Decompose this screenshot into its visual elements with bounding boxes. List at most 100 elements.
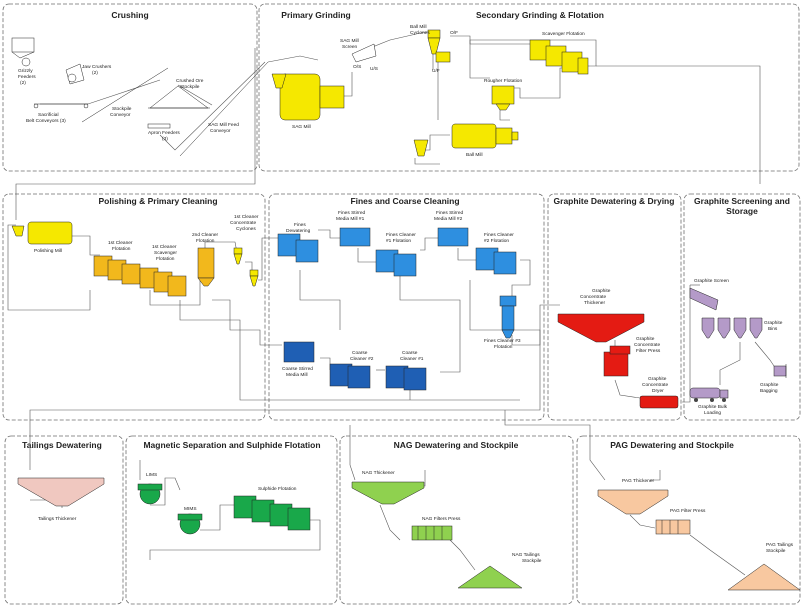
c2-column — [197, 247, 215, 279]
label-nag-thick: NAG Thickener — [362, 470, 395, 476]
graphite-bins — [701, 317, 763, 339]
fd-cell-2 — [295, 239, 319, 263]
section-magnetic: Magnetic Separation and Sulphide Flotati… — [125, 435, 338, 605]
label-grizzly-3: (2) — [20, 80, 26, 86]
tailings-thickener — [17, 477, 105, 507]
label-scavenger: Scavenger Flotation — [542, 31, 585, 37]
label-crushed-ore-1: Crushed Ore — [176, 78, 204, 84]
label-gcfp-2: Concentrate — [634, 342, 660, 348]
fc1-cell-2 — [393, 253, 417, 277]
label-fc1-2: #1 Flotation — [386, 238, 411, 244]
label-sag-screen-1: SAG Mill — [340, 38, 359, 44]
label-grizzly-2: Feeders — [18, 74, 36, 80]
sag-mill-feed-conveyor — [179, 61, 269, 157]
gct-body — [557, 313, 645, 343]
mims-separator — [177, 513, 203, 535]
label-c1s-2: Scavenger — [154, 250, 177, 256]
sag-mill-screen — [351, 43, 377, 63]
gfp-body — [603, 351, 629, 377]
label-cc2-2: Cleaner #2 — [350, 356, 374, 362]
section-title-magnetic: Magnetic Separation and Sulphide Flotati… — [143, 440, 320, 450]
label-uf: U/F — [432, 68, 440, 74]
section-graphite-screening: Graphite Screening and Storage — [683, 193, 801, 421]
csm-tank — [283, 341, 315, 363]
section-polishing: Polishing & Primary Cleaning — [2, 193, 266, 421]
label-pag-fp: PAG Filter Press — [670, 508, 706, 514]
section-title-graphite-screening-2: Storage — [726, 206, 758, 216]
ball-mill-pumpbox — [413, 139, 429, 157]
sulphide-flotation — [233, 495, 311, 531]
sag-mill-shell — [279, 73, 321, 121]
fc3-column — [501, 305, 515, 331]
first-cleaner-flotation — [93, 255, 141, 285]
crushed-ore-stockpile — [148, 85, 210, 109]
sag-mill — [271, 73, 345, 121]
label-c1-2: Flotation — [112, 246, 131, 252]
section-title-nag: NAG Dewatering and Stockpile — [394, 440, 519, 450]
c1-cell-3 — [121, 263, 141, 285]
label-cc1-1: Coarse — [402, 350, 418, 356]
label-sag-feed-2: Conveyor — [210, 128, 231, 134]
label-fsm1-1: Fines Stirred — [338, 210, 366, 216]
cc2-cell-2 — [347, 365, 371, 389]
label-stockpile-conv-2: Conveyor — [110, 112, 131, 118]
label-apron-2: (3) — [162, 136, 168, 142]
label-bmc-1: Ball Mill — [410, 24, 427, 30]
fc3-top — [499, 295, 517, 307]
section-pag: PAG Dewatering and Stockpile — [576, 435, 801, 605]
label-ball-mill: Ball Mill — [466, 152, 483, 158]
section-title-graphite-screening: Graphite Screening and — [694, 196, 790, 206]
label-fc1-1: Fines Cleaner — [386, 232, 416, 238]
label-pag-sp-1: PAG Tailings — [766, 542, 794, 548]
section-tailings: Tailings Dewatering — [4, 435, 124, 605]
nag-stockpile — [457, 565, 523, 589]
section-title-fines-coarse: Fines and Coarse Cleaning — [350, 196, 459, 206]
fines-stirred-media-mill-2 — [437, 227, 469, 247]
label-nag-sp-2: Stockpile — [522, 558, 542, 564]
gbin-1 — [701, 317, 715, 339]
label-fd-1: Fines — [294, 222, 306, 228]
graphite-filter-press — [603, 345, 631, 377]
label-gct-2: Concentrate — [580, 294, 606, 300]
second-cleaner-flotation — [197, 247, 215, 287]
nag-filter-press — [411, 525, 453, 541]
forklift-body — [773, 365, 787, 377]
pag-stockpile — [727, 563, 801, 591]
label-bmc-2: Cyclones — [410, 30, 430, 36]
stockpile-conveyor — [81, 67, 169, 123]
label-crushed-ore-2: Stockpile — [180, 84, 200, 90]
rougher-flotation — [491, 85, 515, 111]
section-crushing: Crushing — [2, 3, 258, 172]
label-gbins-1: Graphite — [764, 320, 783, 326]
section-title-secondary-grinding: Secondary Grinding & Flotation — [476, 10, 604, 20]
label-stockpile-conv-1: Stockpile — [112, 106, 132, 112]
polishing-mill-shell — [27, 221, 73, 245]
gbin-2 — [717, 317, 731, 339]
fines-cleaner-3 — [499, 295, 517, 339]
polishing-mill — [11, 221, 73, 245]
label-fc3-1: Fines Cleaner #3 — [484, 338, 521, 344]
label-apron-1: Apron Feeders — [148, 130, 180, 136]
ball-mill-cyclones — [427, 29, 441, 55]
label-pag-sp-2: Stockpile — [766, 548, 786, 554]
label-cc1-2: Cleaner #1 — [400, 356, 424, 362]
gfp-top — [609, 345, 631, 355]
cc1-cell-2 — [403, 367, 427, 391]
label-sag-mill: SAG Mill — [292, 124, 311, 130]
label-c1-1: 1st Cleaner — [108, 240, 133, 246]
coarse-cleaner-2 — [329, 363, 371, 389]
label-fd-2: Dewatering — [286, 228, 311, 234]
nag-thick-body — [351, 481, 425, 505]
section-title-polishing: Polishing & Primary Cleaning — [98, 196, 217, 206]
label-gcfp-1: Graphite — [636, 336, 655, 342]
pag-thick-body — [597, 489, 669, 515]
label-jaw-2: (2) — [92, 70, 98, 76]
nag-pile — [457, 565, 523, 589]
grizzly-feeders — [11, 37, 35, 67]
label-c1c-3: Cyclones — [236, 226, 256, 232]
gbin-4 — [749, 317, 763, 339]
label-pag-thick: PAG Thickener — [622, 478, 654, 484]
label-csm-1: Coarse Stirred — [282, 366, 313, 372]
label-gbulk-2: Loading — [704, 410, 721, 416]
